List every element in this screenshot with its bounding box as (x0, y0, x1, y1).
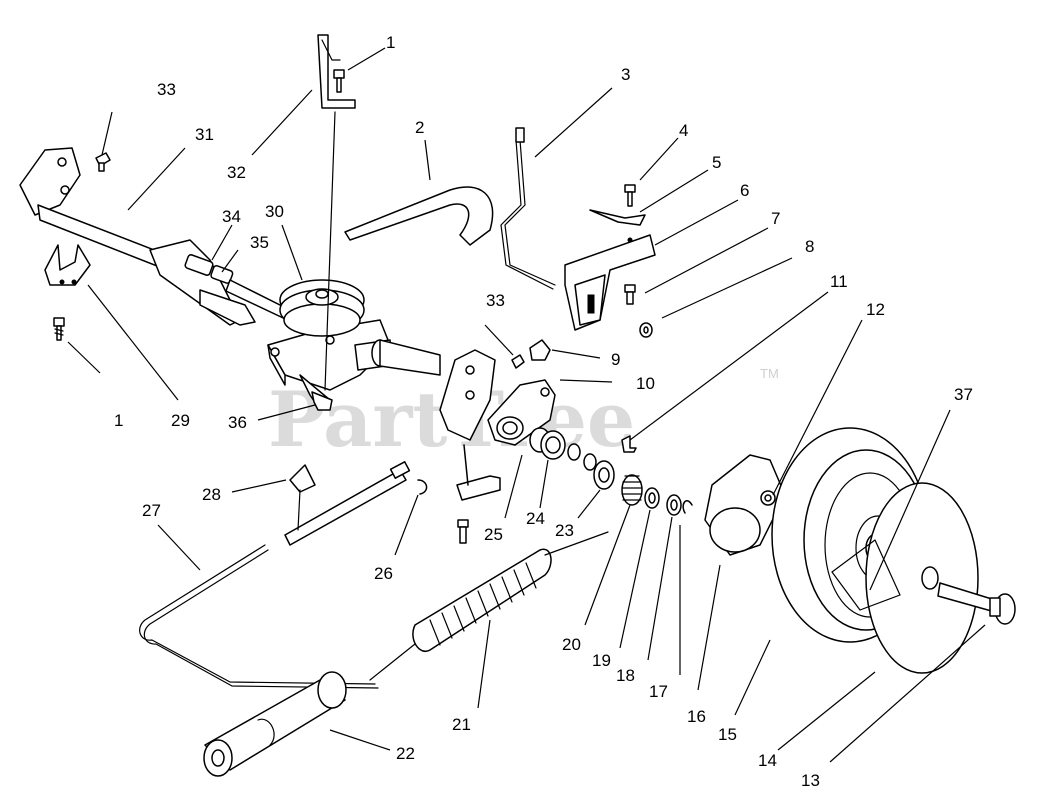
callout-21: 21 (452, 715, 471, 734)
callout-7: 7 (771, 209, 780, 228)
rod-end-28 (289, 464, 316, 531)
nut-8 (639, 322, 653, 338)
washer-24 (529, 427, 566, 460)
leader-lines (67, 47, 986, 763)
screw-33-left (95, 152, 111, 172)
axle-shaft-and-bearings (149, 239, 301, 326)
callout-36: 36 (228, 413, 247, 432)
callout-18: 18 (616, 666, 635, 685)
shoulder-bolt-13 (937, 582, 1016, 625)
retaining-ring-17 (682, 500, 693, 514)
callout-17: 17 (649, 682, 668, 701)
hex-bolt-top (333, 69, 345, 93)
callout-28: 28 (202, 485, 221, 504)
bracket-25 (456, 444, 501, 501)
screw-4 (624, 184, 636, 207)
callout-31: 31 (195, 125, 214, 144)
retainer-37 (831, 539, 901, 611)
callout-24: 24 (526, 509, 545, 528)
hub-cover-16 (704, 454, 786, 556)
callout-5: 5 (712, 153, 721, 172)
callout-32: 32 (227, 163, 246, 182)
shift-plate-10 (487, 379, 556, 446)
handle-grip-22 (203, 671, 347, 777)
callout-4: 4 (679, 121, 688, 140)
bolt-7 (624, 284, 636, 305)
callout-22: 22 (396, 744, 415, 763)
callout-19: 19 (592, 651, 611, 670)
callout-30: 30 (265, 202, 284, 221)
control-rod-27 (139, 544, 379, 689)
shift-housing (439, 349, 496, 441)
callout-1-top: 1 (386, 33, 395, 52)
callout-3: 3 (621, 65, 630, 84)
callout-33-mid: 33 (486, 291, 505, 310)
watermark-trademark: TM (760, 366, 779, 381)
callout-25: 25 (484, 525, 503, 544)
callout-35: 35 (250, 233, 269, 252)
control-rod (500, 127, 556, 290)
callout-labels: 1 2 3 4 5 6 7 8 9 10 11 12 13 14 15 16 1… (114, 33, 973, 790)
shift-bracket-32 (317, 34, 356, 109)
control-bracket-6 (564, 234, 656, 331)
screw-33-mid (511, 354, 525, 369)
shift-rod-line (324, 111, 336, 391)
callout-20: 20 (562, 635, 581, 654)
extension-spring-21 (369, 531, 609, 681)
callout-37: 37 (954, 385, 973, 404)
callout-33-left: 33 (157, 80, 176, 99)
callout-14: 14 (758, 751, 777, 770)
washer-23 (567, 443, 597, 471)
spring-clip-5 (589, 209, 646, 226)
callout-29: 29 (171, 411, 190, 430)
callout-27: 27 (142, 501, 161, 520)
transmission-with-pulley (267, 279, 441, 411)
spacer-18 (666, 494, 682, 516)
drive-belt (344, 186, 494, 246)
callout-9: 9 (611, 350, 620, 369)
shifter-bracket-36 (311, 391, 333, 411)
hex-bolt-left (53, 317, 65, 341)
callout-34: 34 (222, 207, 241, 226)
callout-23: 23 (555, 521, 574, 540)
axle-bracket-29 (44, 244, 91, 286)
callout-16: 16 (687, 707, 706, 726)
clip-26 (417, 479, 428, 495)
callout-8: 8 (805, 237, 814, 256)
bolt-25 (457, 519, 469, 544)
pinion-clutch (593, 460, 615, 490)
callout-26: 26 (374, 564, 393, 583)
pinion-gear-20 (621, 474, 643, 506)
washer-19 (644, 487, 660, 509)
callout-1-left: 1 (114, 411, 123, 430)
callout-10: 10 (636, 374, 655, 393)
hubcap-14 (865, 482, 979, 674)
callout-11: 11 (830, 272, 848, 291)
callout-2: 2 (415, 118, 424, 137)
callout-15: 15 (718, 725, 737, 744)
callout-6: 6 (740, 181, 749, 200)
key-11 (621, 435, 637, 453)
callout-13: 13 (801, 771, 820, 790)
shift-link-rod (284, 461, 411, 546)
callout-12: 12 (866, 300, 885, 319)
nut-9 (529, 339, 551, 361)
